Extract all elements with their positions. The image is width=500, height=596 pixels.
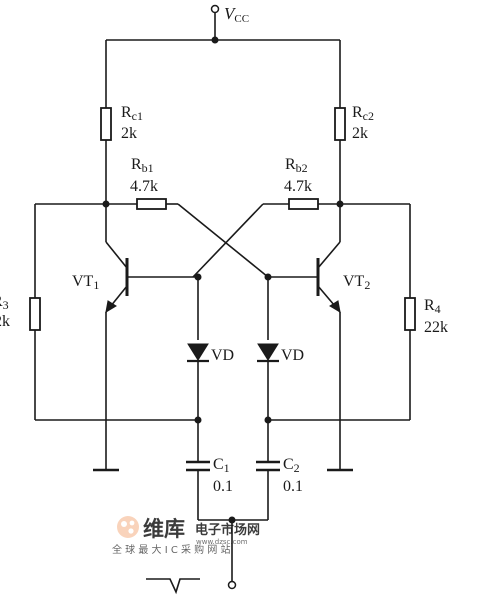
vd-right-diode	[257, 343, 279, 363]
rc2-value: 2k	[352, 125, 368, 142]
r3-name: R	[0, 293, 3, 310]
svg-text:Rc1: Rc1	[121, 104, 143, 123]
watermark-url: www.dzsc.com	[196, 538, 248, 546]
watermark-brand-suffix: 电子市场网	[195, 522, 260, 538]
rb1-name: R	[131, 156, 142, 173]
vd-left-label: VD	[211, 347, 234, 364]
svg-text:Rc2: Rc2	[352, 104, 374, 123]
c2-name: C	[283, 456, 294, 473]
watermark-logo-icon	[117, 516, 139, 538]
rc2-resistor	[334, 107, 346, 141]
vcc-label: V	[224, 4, 237, 23]
svg-text:Rb1: Rb1	[131, 156, 154, 175]
rc2-name: R	[352, 104, 363, 121]
vcc-sub: CC	[234, 13, 249, 25]
vt1-name: VT	[72, 273, 94, 290]
rb1-sub: b1	[142, 161, 154, 175]
vt2-name: VT	[343, 273, 365, 290]
watermark-slogan: 全 球 最 大 I C 采 购 网 站	[112, 543, 231, 556]
svg-text:Rb2: Rb2	[285, 156, 308, 175]
rc1-sub: c1	[132, 109, 143, 123]
c1-value: 0.1	[213, 478, 233, 495]
r3-sub: 3	[3, 298, 9, 312]
rb2-name: R	[285, 156, 296, 173]
r3-value: 2k	[0, 313, 10, 330]
svg-text:R4: R4	[424, 297, 441, 316]
r4-sub: 4	[435, 302, 441, 316]
rc1-value: 2k	[121, 125, 137, 142]
svg-text:C1: C1	[213, 456, 230, 475]
rb1-resistor	[136, 198, 167, 210]
trigger-pulse-icon	[146, 578, 200, 595]
rc1-resistor	[100, 107, 112, 141]
watermark-brand: 维库	[143, 517, 185, 541]
vt1-sub: 1	[93, 278, 99, 292]
vt1-transistor	[105, 241, 129, 313]
c1-name: C	[213, 456, 224, 473]
c1-sub: 1	[224, 461, 230, 475]
rb1-value: 4.7k	[130, 178, 158, 195]
rb2-sub: b2	[296, 161, 308, 175]
vd-left-diode	[187, 343, 209, 363]
svg-text:VCC: VCC	[224, 4, 249, 25]
r4-name: R	[424, 297, 435, 314]
c2-capacitor	[256, 460, 280, 472]
vd-right-label: VD	[281, 347, 304, 364]
r4-resistor	[404, 297, 416, 331]
c2-sub: 2	[294, 461, 300, 475]
c1-capacitor	[186, 460, 210, 472]
r3-resistor	[29, 297, 41, 331]
vcc-terminal: VCC	[210, 4, 249, 25]
r4-value: 22k	[424, 319, 448, 336]
watermark: 维库 电子市场网 www.dzsc.com 全 球 最 大 I C 采 购 网 …	[112, 516, 260, 556]
rb2-value: 4.7k	[284, 178, 312, 195]
svg-text:R3: R3	[0, 293, 9, 312]
svg-text:VT1: VT1	[72, 273, 99, 292]
rc1-name: R	[121, 104, 132, 121]
c2-value: 0.1	[283, 478, 303, 495]
rb2-resistor	[288, 198, 319, 210]
vt2-sub: 2	[364, 278, 370, 292]
vt2-transistor	[316, 241, 341, 313]
input-terminal	[227, 580, 237, 590]
wires	[34, 12, 411, 582]
svg-text:VT2: VT2	[343, 273, 370, 292]
svg-text:C2: C2	[283, 456, 300, 475]
junctions	[102, 36, 344, 524]
rc2-sub: c2	[363, 109, 374, 123]
